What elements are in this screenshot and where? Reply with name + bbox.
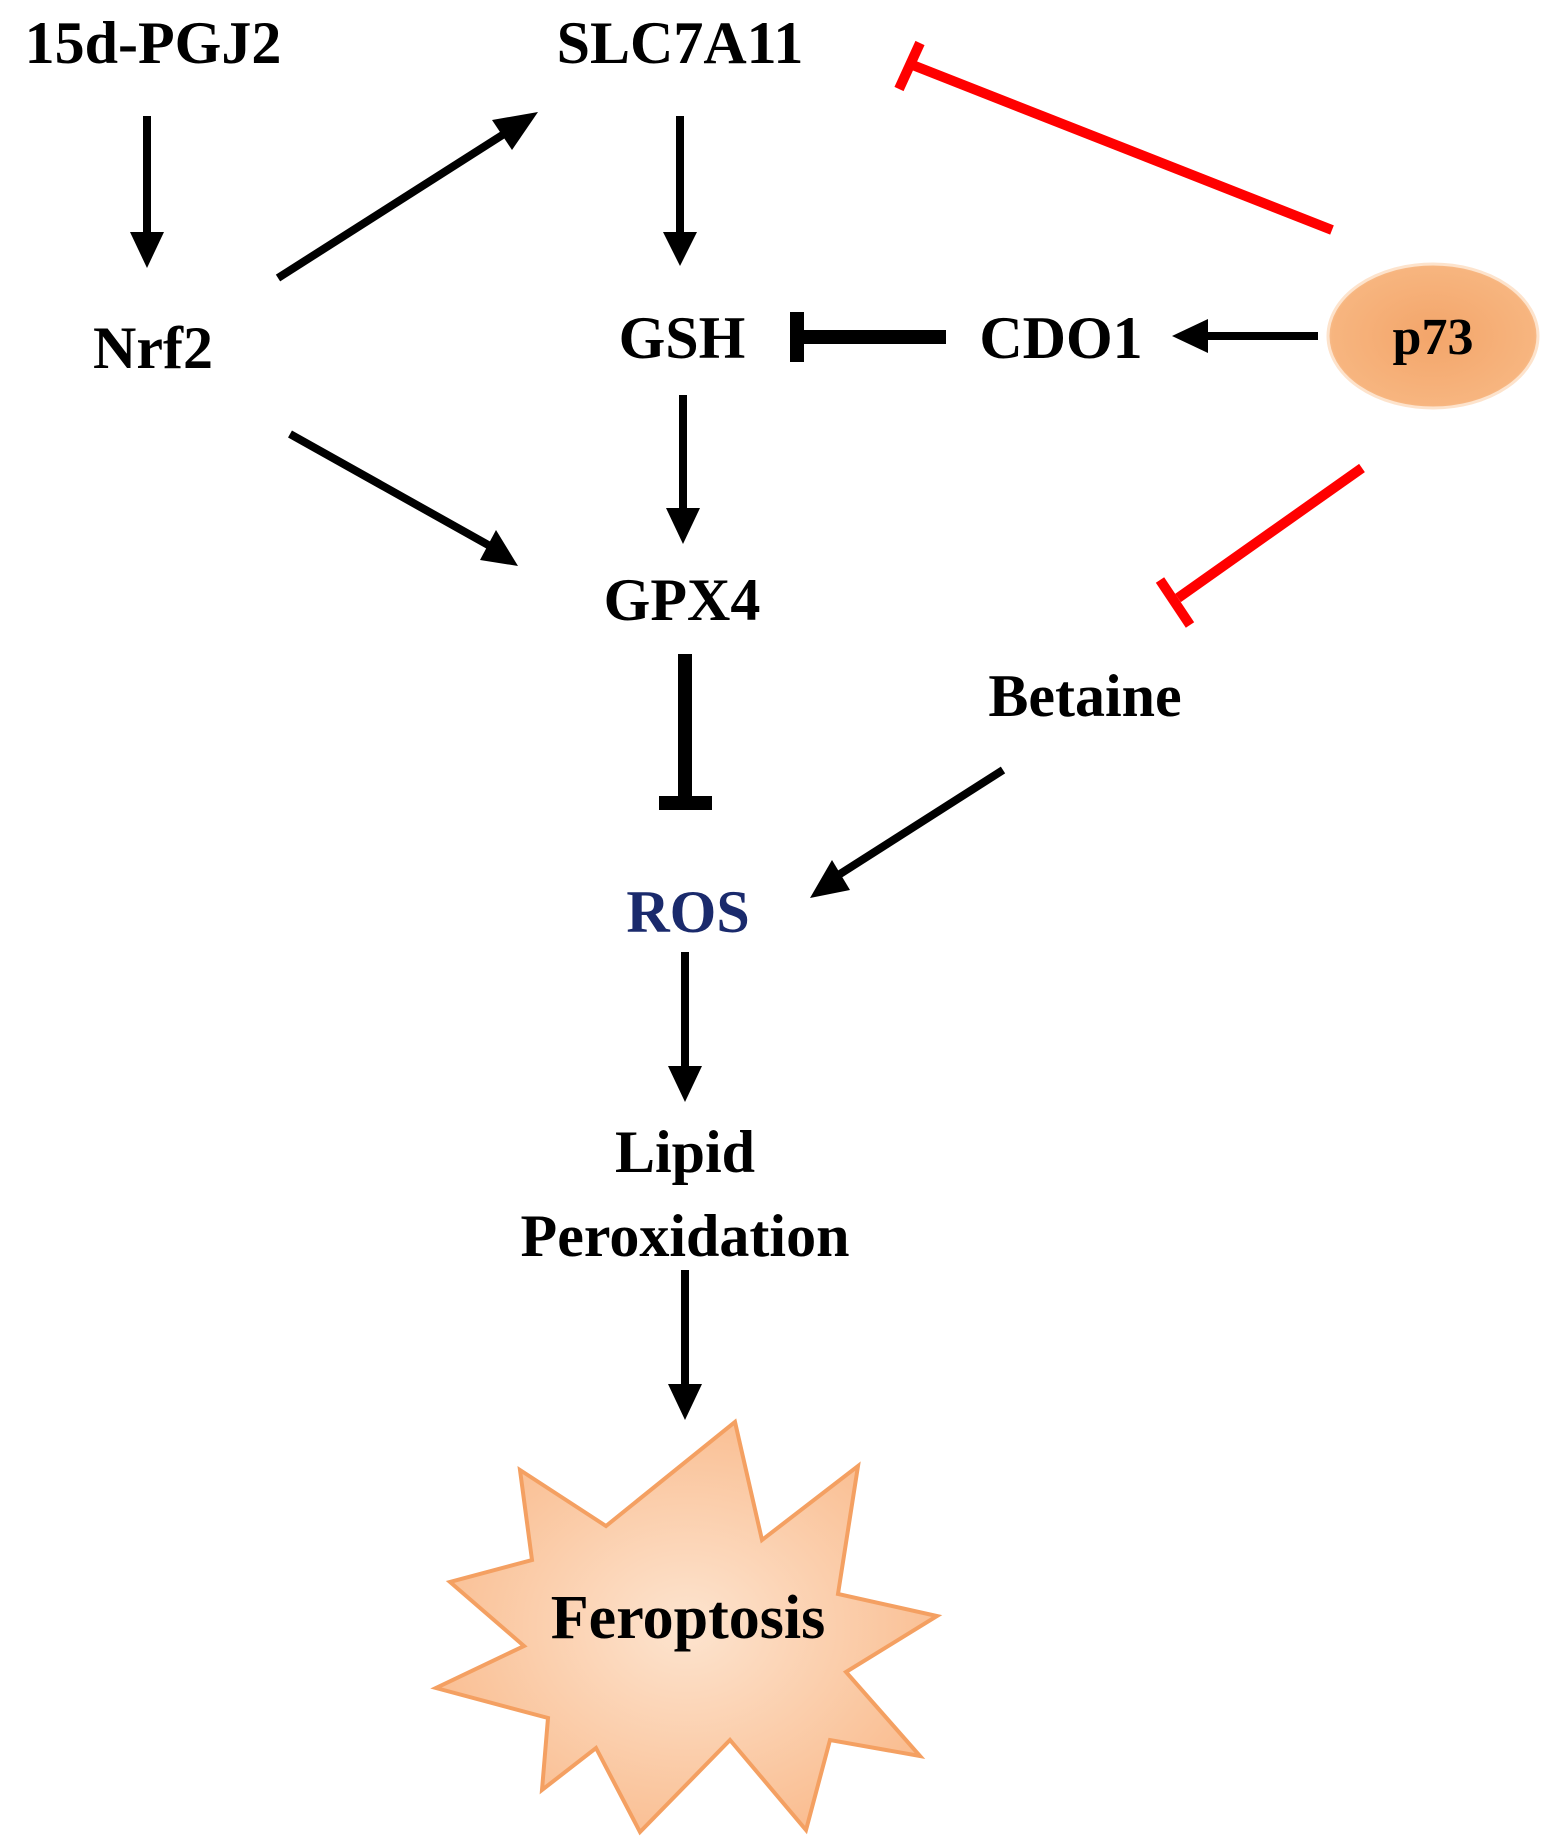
edge-cdo1-inhibits-gsh (790, 312, 946, 362)
edge-p73-to-cdo1 (1172, 319, 1318, 353)
node-lipid-line2: Peroxidation (521, 1203, 850, 1269)
node-ferroptosis: Feroptosis (551, 1584, 825, 1652)
edge-nrf2-to-gpx4 (288, 430, 518, 566)
edge-ros-to-lipid (668, 952, 702, 1102)
node-lipid-line1: Lipid (615, 1119, 755, 1185)
node-slc7a11: SLC7A11 (557, 10, 804, 76)
ferroptosis-burst-shape (430, 1418, 943, 1836)
node-gpx4: GPX4 (604, 567, 761, 633)
node-nrf2: Nrf2 (93, 315, 213, 381)
edge-lipid-to-ferroptosis (668, 1270, 702, 1420)
edge-pgj2-to-nrf2 (130, 116, 164, 268)
edge-slc7a11-to-gsh (663, 116, 697, 266)
node-15d-pgj2: 15d-PGJ2 (25, 10, 282, 76)
node-p73: p73 (1393, 309, 1474, 366)
edge-nrf2-to-slc7a11 (275, 112, 538, 282)
edge-gsh-to-gpx4 (666, 395, 700, 544)
node-ros: ROS (626, 879, 749, 945)
edge-betaine-to-ros (810, 766, 1006, 898)
edge-gpx4-inhibits-ros (659, 654, 712, 810)
node-cdo1: CDO1 (979, 305, 1142, 371)
edge-p73-inhibits-betaine (1155, 463, 1365, 628)
p73-node-shape (1326, 262, 1540, 410)
node-gsh: GSH (619, 305, 746, 371)
edge-p73-inhibits-slc7a11 (894, 40, 1334, 235)
node-betaine: Betaine (988, 663, 1181, 729)
